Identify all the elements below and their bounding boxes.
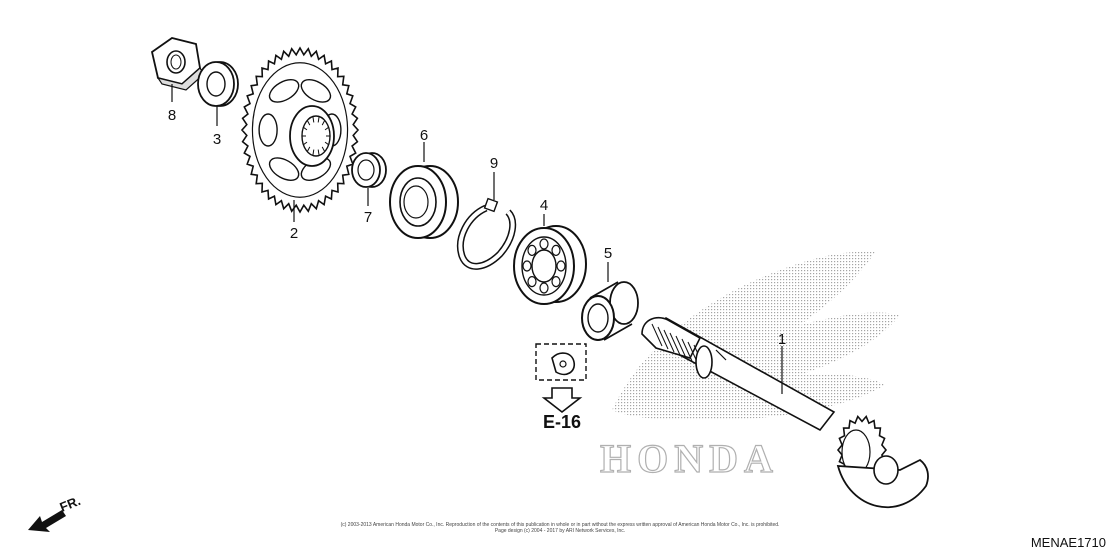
callout-8[interactable]: 8	[168, 107, 176, 124]
honda-wing-watermark	[612, 251, 900, 420]
callout-4[interactable]: 4	[540, 197, 548, 214]
callout-5[interactable]: 5	[604, 245, 612, 262]
part-3-washer[interactable]	[197, 61, 239, 107]
copyright-line-1: (c) 2003-2013 American Honda Motor Co., …	[340, 522, 780, 528]
part-6-oil-seal[interactable]	[389, 165, 459, 239]
honda-watermark-text: HONDA	[600, 436, 779, 481]
part-4-ball-bearing[interactable]	[513, 225, 587, 305]
callout-3[interactable]: 3	[213, 131, 221, 148]
part-5-needle-bearing[interactable]	[581, 281, 639, 341]
part-8-nut[interactable]	[150, 37, 205, 91]
reference-label[interactable]: E-16	[543, 412, 581, 432]
front-direction-marker: FR.	[28, 493, 83, 532]
callout-9[interactable]: 9	[490, 155, 498, 172]
callout-leaders	[171, 84, 783, 394]
callout-numbers: 8 3 2 7 6 9 4 5 1	[168, 107, 786, 348]
callout-6[interactable]: 6	[420, 127, 428, 144]
part-9-snap-ring[interactable]	[457, 197, 517, 270]
part-2-gear[interactable]	[240, 46, 360, 214]
callout-1[interactable]: 1	[778, 331, 786, 348]
front-label: FR.	[58, 493, 83, 515]
callout-7[interactable]: 7	[364, 209, 372, 226]
reference-e16[interactable]: E-16	[535, 343, 587, 432]
part-7-collar[interactable]	[351, 152, 387, 188]
callout-2[interactable]: 2	[290, 225, 298, 242]
part-1-shaft[interactable]	[641, 316, 929, 509]
diagram-code: MENAE1710	[1030, 535, 1106, 550]
copyright-line-2: Page design (c) 2004 - 2017 by ARI Netwo…	[494, 528, 626, 534]
